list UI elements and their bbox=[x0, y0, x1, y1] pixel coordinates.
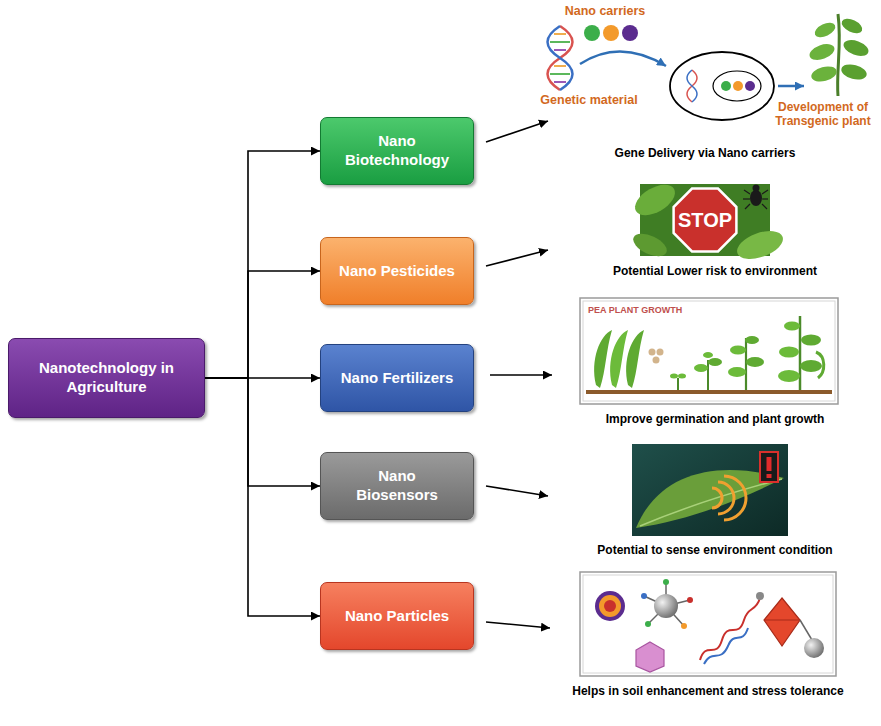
node-label: Nanotechnology in Agriculture bbox=[22, 359, 192, 397]
caption: Potential Lower risk to environment bbox=[585, 264, 845, 278]
illustration-label: Genetic material bbox=[524, 93, 654, 108]
nanoparticle-illustration bbox=[580, 572, 836, 676]
biosensor-illustration bbox=[632, 444, 788, 536]
chart-title: PEA PLANT GROWTH bbox=[588, 305, 748, 316]
caption: Improve germination and plant growth bbox=[575, 412, 855, 426]
node-label: Nano Fertilizers bbox=[337, 369, 457, 388]
connector-arrow bbox=[205, 378, 320, 486]
category-box: Nano Fertilizers bbox=[320, 344, 474, 412]
root-box: Nanotechnology in Agriculture bbox=[8, 338, 205, 418]
illustration-label: Development of Transgenic plant bbox=[770, 100, 876, 129]
node-label: Nano Biosensors bbox=[337, 467, 457, 505]
node-label: Nano Biotechnology bbox=[337, 132, 457, 170]
connector-arrow bbox=[205, 151, 320, 378]
pea-growth-illustration bbox=[580, 298, 838, 404]
pointer-arrows bbox=[486, 121, 552, 628]
caption: Gene Delivery via Nano carriers bbox=[570, 146, 840, 160]
caption: Helps in soil enhancement and stress tol… bbox=[572, 684, 844, 698]
category-box: Nano Biosensors bbox=[320, 452, 474, 520]
category-box: Nano Particles bbox=[320, 582, 474, 650]
caption: Potential to sense environment condition bbox=[560, 543, 870, 557]
node-label: Nano Particles bbox=[337, 607, 457, 626]
category-box: Nano Pesticides bbox=[320, 237, 474, 305]
connector-arrow bbox=[205, 271, 320, 378]
sign-text: STOP bbox=[665, 208, 745, 232]
connector-arrow bbox=[205, 378, 320, 616]
illustration-label: Nano carriers bbox=[560, 4, 650, 19]
stop-sign-illustration bbox=[630, 179, 787, 265]
category-box: Nano Biotechnology bbox=[320, 117, 474, 185]
node-label: Nano Pesticides bbox=[337, 262, 457, 281]
